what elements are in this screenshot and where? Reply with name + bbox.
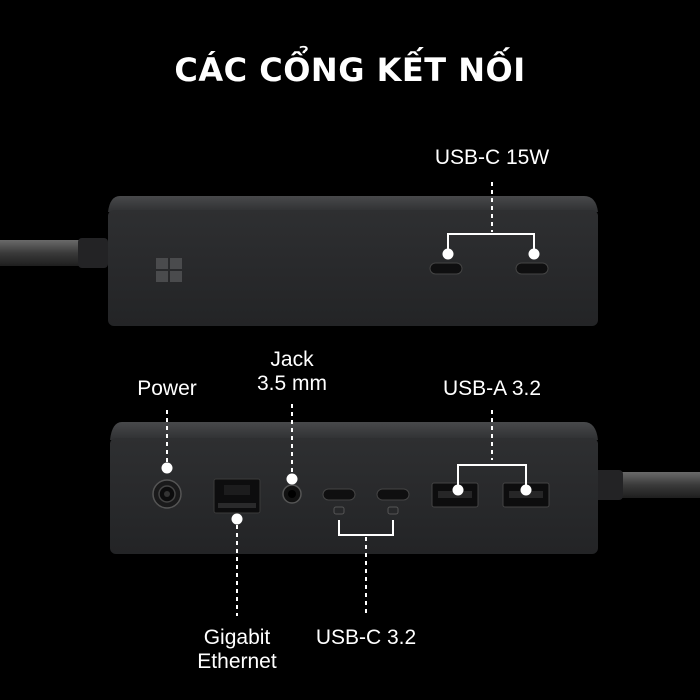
- audio-jack-icon: [282, 484, 302, 504]
- cable-strain-relief-top: [78, 238, 108, 268]
- usb-c-indicator-2: [387, 506, 399, 515]
- usb-c-15w-dot-1: [442, 248, 454, 260]
- usb-c-port-rear-2: [376, 488, 410, 501]
- usb-a-dot-1: [452, 484, 464, 496]
- label-gigabit-line1: Gigabit: [203, 626, 271, 649]
- label-power: Power: [137, 377, 197, 400]
- power-port-icon: [152, 479, 182, 509]
- label-gigabit-line2: Ethernet: [197, 650, 277, 674]
- label-usb-a: USB-A 3.2: [442, 377, 542, 400]
- power-cable-bottom: [610, 472, 700, 498]
- usb-c-port-rear-1: [322, 488, 356, 501]
- label-gigabit-ethernet: Gigabit Ethernet: [177, 626, 297, 674]
- power-cable-top: [0, 240, 85, 266]
- label-jack-line2: 3.5 mm: [256, 372, 327, 396]
- label-usb-c-15w: USB-C 15W: [434, 146, 550, 169]
- usb-c-port-front-1: [429, 262, 463, 275]
- dock-rear-top-surface: [110, 422, 598, 440]
- label-usb-c-32: USB-C 3.2: [315, 626, 417, 649]
- usb-c-indicator-1: [333, 506, 345, 515]
- ethernet-port-icon: [213, 478, 261, 514]
- callout-lines-rear: [166, 404, 527, 616]
- windows-logo-icon: [156, 258, 182, 282]
- usb-c-port-front-2: [515, 262, 549, 275]
- label-jack-line1: Jack: [270, 348, 314, 371]
- power-dot: [161, 462, 173, 474]
- dock-rear: [110, 404, 700, 616]
- usb-c-15w-dot-2: [528, 248, 540, 260]
- dock-front-body: [108, 210, 598, 326]
- label-jack: Jack 3.5 mm: [230, 348, 354, 396]
- dock-front-top-surface: [108, 196, 598, 212]
- dock-front: [0, 182, 598, 326]
- ethernet-dot: [231, 513, 243, 525]
- usb-c-15w-callout: [447, 182, 535, 254]
- usb-a-dot-2: [520, 484, 532, 496]
- jack-dot: [286, 473, 298, 485]
- page-title: CÁC CỔNG KẾT NỐI: [174, 51, 526, 89]
- cable-strain-relief-bottom: [593, 470, 623, 500]
